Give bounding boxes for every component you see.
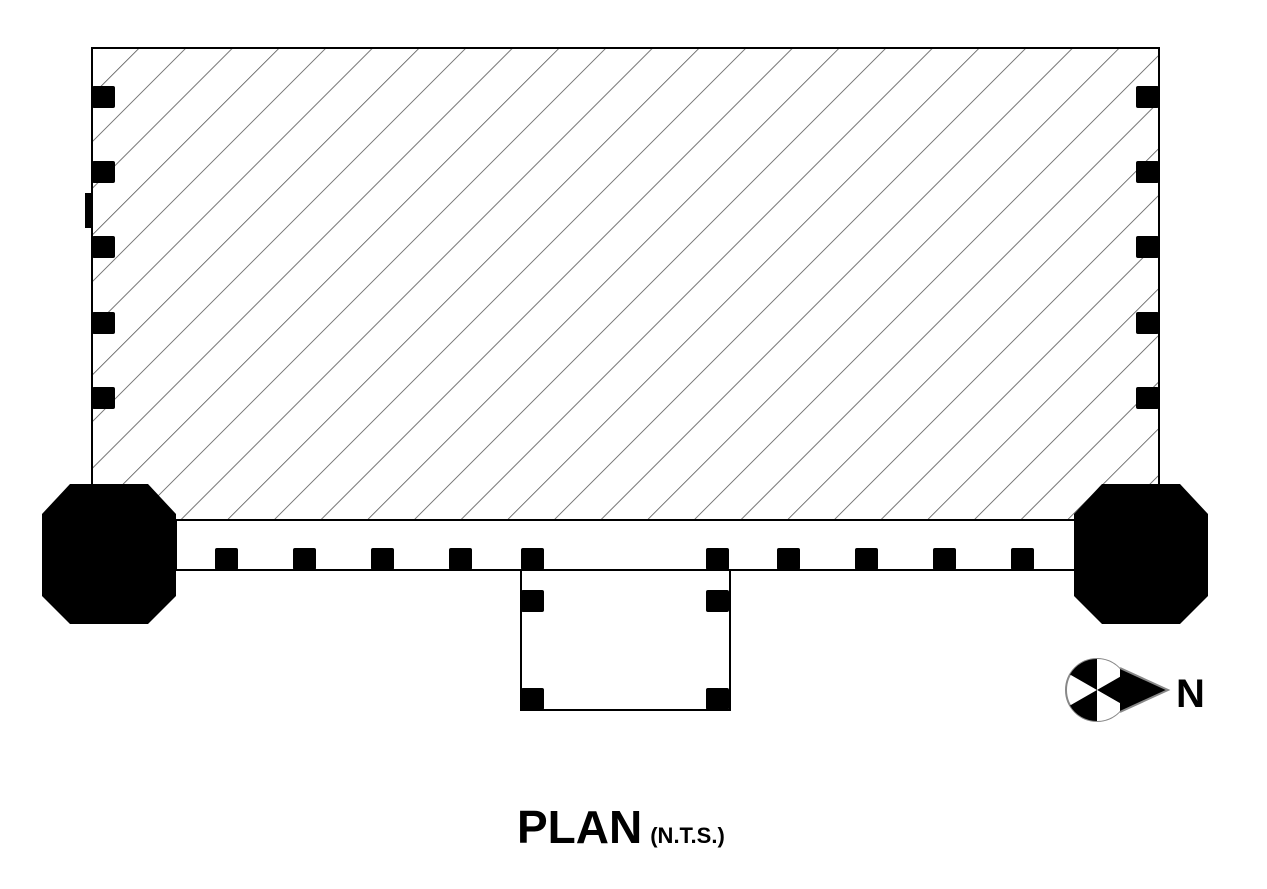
- column: [855, 548, 878, 570]
- main-hall-hatched: [91, 47, 1160, 521]
- corner-tower-left: [42, 484, 176, 624]
- title-main: PLAN: [517, 801, 643, 853]
- gallery-band: [175, 519, 1076, 571]
- north-label: N: [1176, 672, 1205, 716]
- column: [92, 236, 115, 258]
- column: [1136, 236, 1159, 258]
- porch: [520, 569, 731, 711]
- door-mark: [85, 193, 91, 228]
- title-scale-note: (N.T.S.): [650, 823, 725, 848]
- plan-title: PLAN (N.T.S.): [517, 800, 725, 854]
- column: [521, 548, 544, 570]
- column: [521, 590, 544, 612]
- column: [92, 86, 115, 108]
- column: [371, 548, 394, 570]
- column: [293, 548, 316, 570]
- column: [706, 548, 729, 570]
- column: [706, 590, 729, 612]
- column: [92, 387, 115, 409]
- column: [521, 688, 544, 710]
- corner-tower-right: [1074, 484, 1208, 624]
- column: [706, 688, 729, 710]
- column: [777, 548, 800, 570]
- column: [449, 548, 472, 570]
- column: [92, 161, 115, 183]
- column: [1011, 548, 1034, 570]
- column: [933, 548, 956, 570]
- column: [1136, 86, 1159, 108]
- column: [1136, 387, 1159, 409]
- column: [92, 312, 115, 334]
- columns: [92, 86, 1159, 710]
- column: [1136, 161, 1159, 183]
- north-arrow-icon: [1065, 658, 1171, 722]
- column: [215, 548, 238, 570]
- column: [1136, 312, 1159, 334]
